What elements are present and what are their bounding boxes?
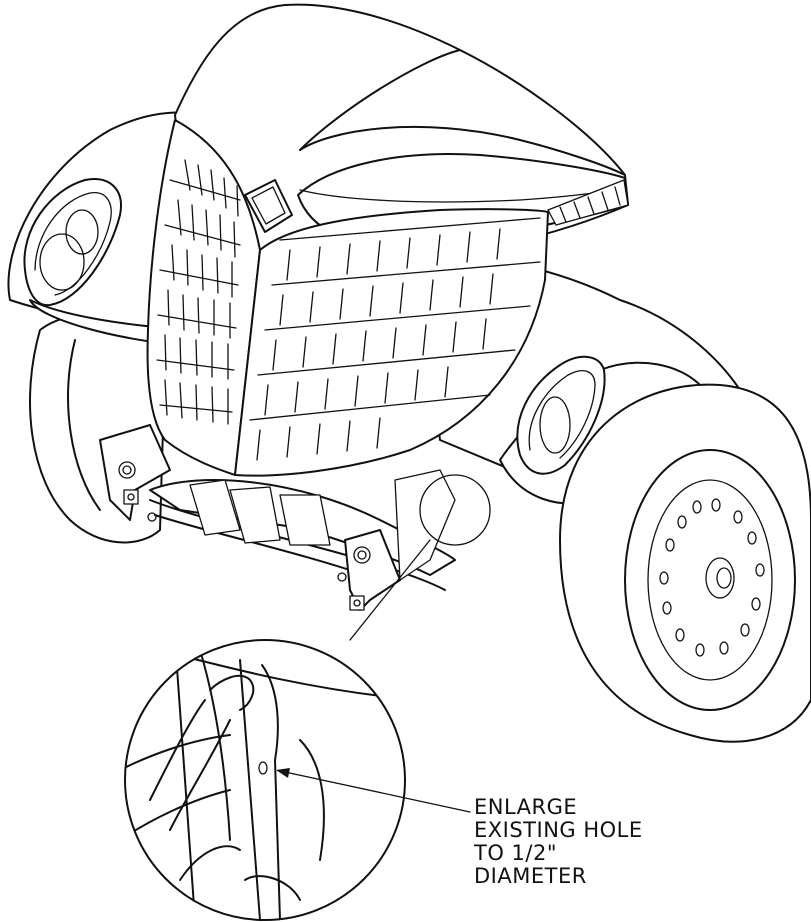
callout-line-1: ENLARGE — [474, 795, 578, 819]
front-grille — [146, 119, 549, 477]
front-bracket-assembly — [99, 424, 456, 611]
right-headlight — [516, 355, 606, 475]
detail-locator-circle — [419, 474, 491, 546]
left-headlight — [23, 178, 122, 307]
callout-note: ENLARGE EXISTING HOLE TO 1/2" DIAMETER — [474, 796, 804, 888]
callout-line-3: TO 1/2" — [474, 841, 557, 865]
detail-leader-line — [349, 539, 431, 641]
detail-view — [124, 639, 471, 921]
callout-line-4: DIAMETER — [474, 864, 587, 888]
right-front-wheel — [559, 383, 811, 743]
callout-line-2: EXISTING HOLE — [474, 818, 643, 842]
